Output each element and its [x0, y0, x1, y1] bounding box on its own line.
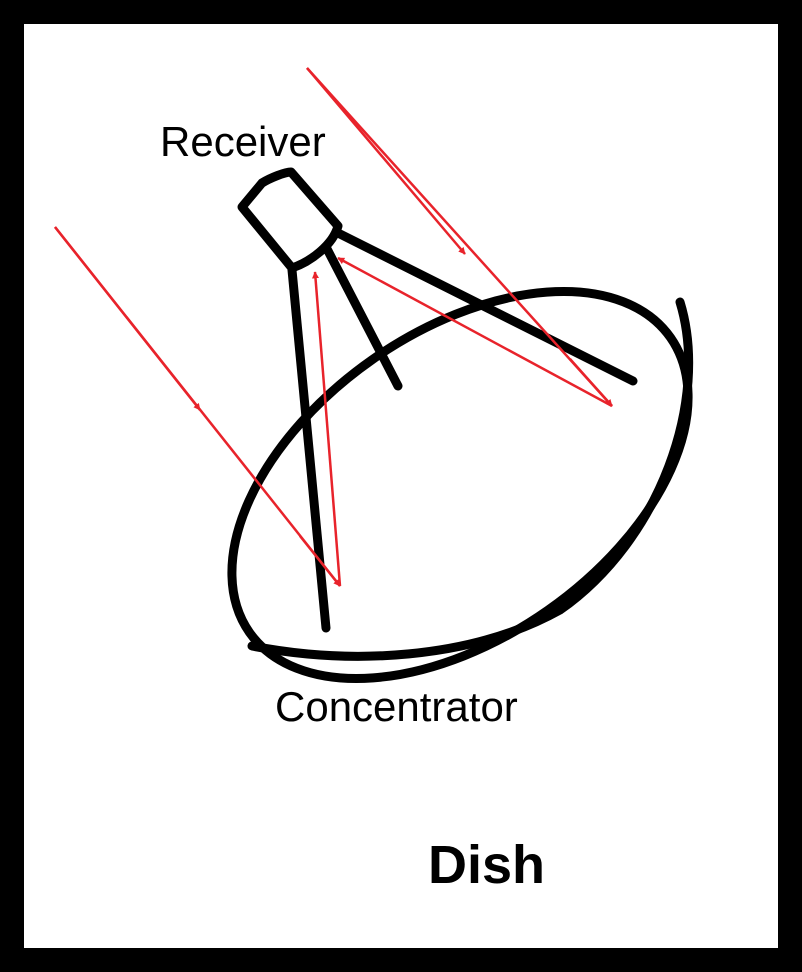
receiver-label: Receiver: [160, 118, 326, 165]
dish-rim: [227, 287, 693, 683]
ray-left-incoming-end-arrow: [299, 535, 341, 587]
sun-rays: [54, 67, 613, 587]
strut-right: [331, 227, 638, 386]
strut-left: [287, 265, 331, 633]
diagram-title: Dish: [428, 835, 546, 895]
receiver-unit: [237, 167, 343, 273]
concentrator-dish: [227, 287, 694, 683]
support-struts: [287, 227, 638, 633]
ray-right-incoming-end-arrow: [569, 358, 613, 407]
concentrator-label: Concentrator: [275, 683, 518, 730]
strut-middle: [320, 240, 403, 391]
ray-right-incoming-mid-arrow: [306, 67, 466, 255]
ray-left-reflected: [312, 271, 342, 587]
ray-right-incoming: [306, 67, 613, 407]
ray-right-reflected: [337, 256, 613, 408]
dish-bowl: [247, 297, 694, 661]
receiver-body: [237, 167, 343, 273]
ray-left-incoming-mid-arrow: [54, 226, 201, 411]
